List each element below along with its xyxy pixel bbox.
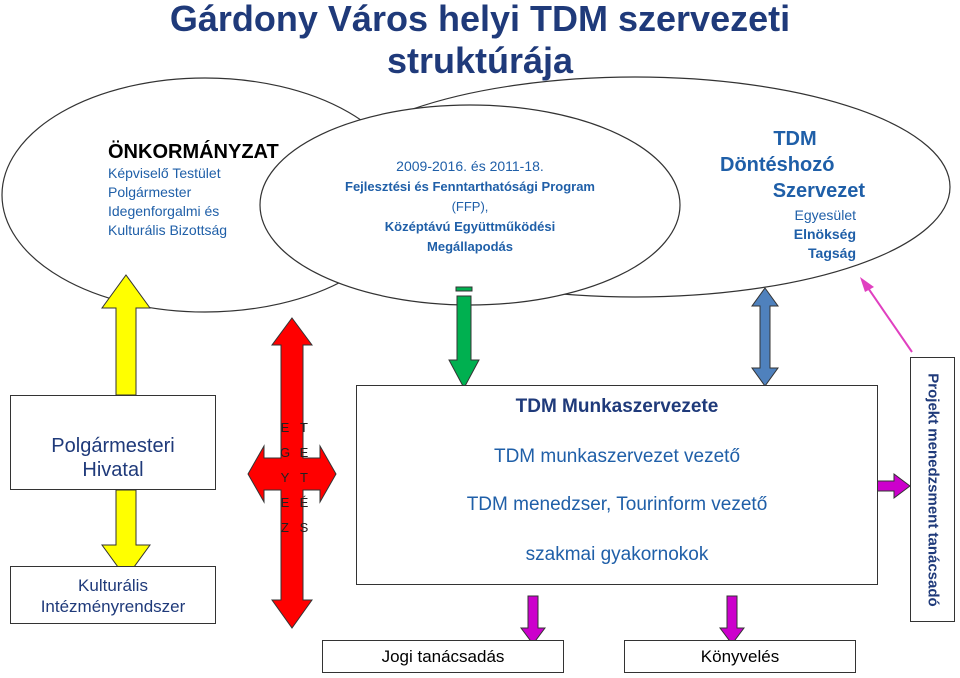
- program-line-1: 2009-2016. és 2011-18.: [396, 158, 544, 174]
- munkaszervezet-item-3: szakmai gyakornokok: [525, 544, 709, 565]
- konyveles-box: Könyvelés: [624, 640, 856, 673]
- polgarmesteri-hivatal-box: Polgármesteri Hivatal: [10, 395, 216, 490]
- egyeztetes-right-4: É: [300, 495, 309, 510]
- onkormanyzat-heading: ÖNKORMÁNYZAT: [108, 141, 279, 163]
- munkaszervezet-item-1: TDM munkaszervezet vezető: [493, 446, 741, 467]
- pink-diagonal-head: [860, 277, 874, 292]
- munkaszervezet-box: TDM Munkaszervezete TDM munkaszervezet v…: [356, 385, 878, 585]
- magenta-arrow-konyveles: [719, 595, 745, 645]
- tdm-org-text: TDM Döntéshozó Szervezet: [700, 126, 890, 204]
- projekt-box: Projekt menedzsment tanácsadó: [910, 357, 955, 622]
- program-line-3: (FFP),: [451, 199, 489, 214]
- onkormanyzat-line-2: Polgármester: [108, 184, 192, 200]
- kulturalis-box: Kulturális Intézményrendszer: [10, 566, 216, 624]
- kulturalis-line-1: Kulturális: [78, 576, 148, 595]
- egyeztetes-left-4: E: [281, 495, 290, 510]
- egyeztetes-left-3: Y: [281, 470, 290, 485]
- polgarmesteri-line-2: Hivatal: [82, 459, 144, 481]
- red-cross-arrow: [247, 317, 337, 629]
- kulturalis-line-2: Intézményrendszer: [40, 597, 186, 616]
- tdm-org-sub-3: Tagság: [808, 245, 856, 261]
- polgarmesteri-line-1: Polgármesteri: [51, 435, 175, 457]
- egyeztetes-left-1: E: [281, 420, 290, 435]
- green-arrow-cap: [455, 286, 473, 292]
- onkormanyzat-line-3: Idegenforgalmi és: [108, 203, 220, 219]
- onkormanyzat-line-4: Kulturális Bizottság: [108, 222, 228, 238]
- onkormanyzat-line-1: Képviselő Testület: [108, 165, 221, 181]
- blue-double-arrow: [751, 287, 779, 387]
- egyeztetes-right-3: T: [300, 470, 308, 485]
- program-line-5: Megállapodás: [427, 239, 513, 254]
- projekt-label: Projekt menedzsment tanácsadó: [924, 373, 942, 607]
- egyeztetes-left-2: G: [280, 445, 290, 460]
- tdm-org-sub-2: Elnökség: [793, 226, 856, 242]
- egyeztetes-letters: E G Y E Z T E T É S: [280, 420, 309, 535]
- yellow-double-arrow-bottom: [101, 489, 151, 579]
- program-text: 2009-2016. és 2011-18. Fejlesztési és Fe…: [300, 156, 640, 257]
- jogi-box: Jogi tanácsadás: [322, 640, 564, 673]
- magenta-arrow-jogi: [520, 595, 546, 645]
- egyeztetes-right-2: E: [300, 445, 309, 460]
- pink-diagonal-line: [865, 284, 913, 353]
- program-line-2: Fejlesztési és Fenntarthatósági Program: [345, 179, 595, 194]
- egyeztetes-left-5: Z: [281, 520, 289, 535]
- tdm-org-sub-1: Egyesület: [794, 207, 856, 223]
- tdm-org-sub: Egyesület Elnökség Tagság: [760, 206, 856, 263]
- tdm-org-line-3: Szervezet: [772, 180, 865, 202]
- page-subtitle: struktúrája: [386, 40, 574, 81]
- egyeztetes-right-5: S: [300, 520, 309, 535]
- tdm-org-line-2: Döntéshozó: [720, 154, 835, 176]
- green-arrow-down: [448, 295, 480, 390]
- onkormanyzat-text: ÖNKORMÁNYZAT Képviselő Testület Polgárme…: [108, 140, 308, 240]
- munkaszervezet-item-2: TDM menedzser, Tourinform vezető: [466, 494, 768, 515]
- egyeztetes-right-1: T: [300, 420, 308, 435]
- page-title: Gárdony Város helyi TDM szervezeti: [169, 0, 791, 39]
- munkaszervezet-title: TDM Munkaszervezete: [515, 396, 719, 417]
- tdm-org-line-1: TDM: [773, 128, 817, 150]
- program-line-4: Középtávú Együttműködési: [384, 219, 556, 234]
